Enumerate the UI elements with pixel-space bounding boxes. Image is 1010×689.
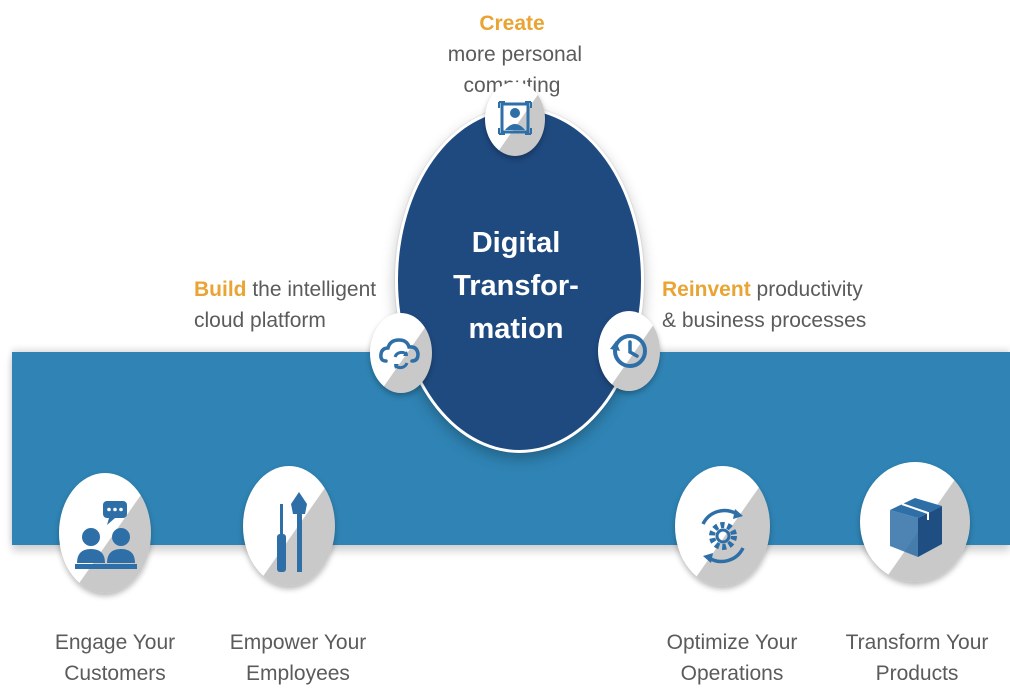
pillar-3-line-1: Optimize Your	[666, 631, 798, 654]
pillar-4-line-1: Transform Your	[845, 631, 989, 654]
hub-title-line-1: Digital	[471, 227, 561, 259]
left-caption-highlight: Build	[194, 278, 247, 301]
hub-title-line-3: mation	[468, 313, 564, 345]
pillar-1-line-1: Engage Your	[54, 631, 176, 654]
left-caption-line-2: cloud platform	[194, 309, 326, 332]
pillar-4-line-2: Products	[875, 662, 959, 685]
top-caption-highlight: Create	[479, 12, 545, 35]
user-frame-icon-bubble	[485, 82, 545, 156]
pillar-3-line-2: Operations	[680, 662, 784, 685]
tools-icon-bubble	[243, 466, 335, 586]
right-caption: Reinvent productivity & business process…	[662, 274, 882, 336]
right-caption-line-2: & business processes	[662, 309, 867, 332]
people-chat-icon-bubble	[59, 473, 151, 593]
gear-cycle-icon	[701, 508, 745, 564]
clock-history-icon-bubble	[598, 311, 660, 391]
clock-history-icon	[610, 334, 647, 368]
left-caption: Build the intelligent cloud platform	[194, 274, 384, 336]
right-caption-highlight: Reinvent	[662, 278, 751, 301]
cloud-sync-icon-bubble	[370, 313, 432, 393]
top-caption-line-1: more personal	[441, 43, 583, 66]
pillar-label-products: Transform Your Products	[832, 627, 1002, 689]
pillar-label-customers: Engage Your Customers	[30, 627, 200, 689]
digital-transformation-hub	[395, 107, 644, 453]
pillar-2-line-2: Employees	[246, 662, 350, 685]
left-caption-line-1: the intelligent	[246, 278, 377, 301]
pillar-label-operations: Optimize Your Operations	[647, 627, 817, 689]
box-icon	[890, 498, 942, 557]
right-caption-line-1: productivity	[750, 278, 863, 301]
pillar-label-employees: Empower Your Employees	[213, 627, 383, 689]
people-chat-icon	[75, 501, 137, 569]
box-icon-bubble	[860, 462, 970, 582]
pillar-2-line-1: Empower Your	[229, 631, 367, 654]
hub-title-line-2: Transfor-	[453, 270, 579, 302]
hub-title: Digital Transfor- mation	[430, 222, 602, 351]
pillar-1-line-2: Customers	[64, 662, 166, 685]
tools-icon	[277, 492, 307, 572]
gear-cycle-icon-bubble	[675, 466, 770, 586]
cloud-sync-icon	[379, 338, 420, 370]
user-frame-icon	[498, 101, 532, 135]
